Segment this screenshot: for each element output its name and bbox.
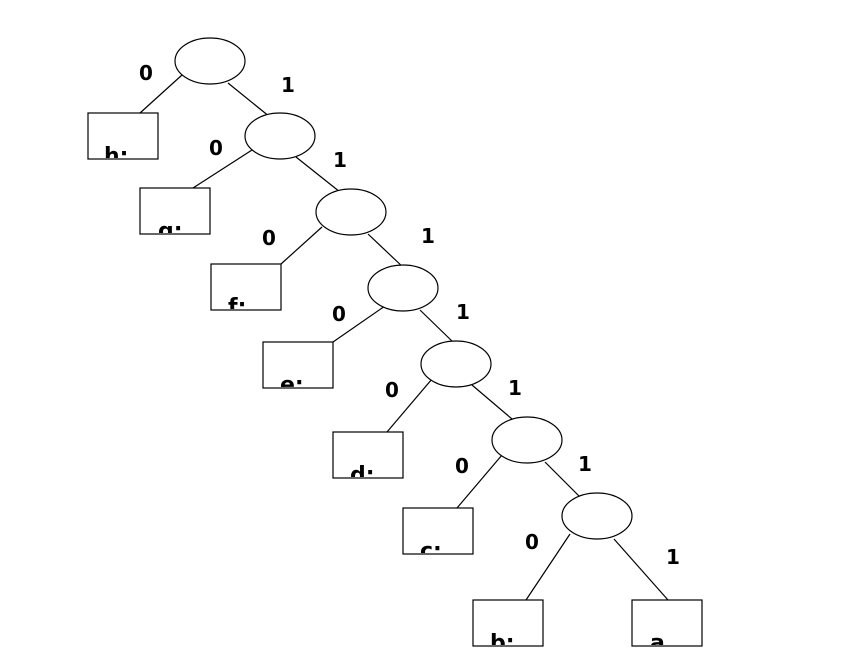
leaf-label-4: d: [350,463,375,488]
leaf-label-6: b: [490,631,515,656]
edge-5-right [544,461,581,498]
edge-1-right [295,156,341,193]
tree-node-4 [420,340,492,388]
tree-node-5 [491,416,563,464]
leaf-label-2: f: [228,295,246,320]
leaf-box-4 [332,431,404,479]
edge-label-4-left: 0 [385,378,399,402]
edge-2-left [280,226,323,265]
edge-label-6-left: 0 [525,530,539,554]
edge-label-3-right: 1 [456,300,470,324]
leaf-box-7 [631,599,703,647]
edge-label-5-left: 0 [455,454,469,478]
edge-label-2-right: 1 [421,224,435,248]
tree-node-1 [244,112,316,160]
leaf-label-3: e: [280,373,304,398]
tree-edges [139,74,669,601]
leaf-nodes [87,112,703,647]
leaf-label-1: g: [158,219,183,244]
edge-6-left [525,533,571,601]
tree-node-3 [367,264,439,312]
edge-4-left [386,378,433,433]
edge-label-0-right: 1 [281,73,295,97]
leaf-label-5: c: [420,539,442,564]
edge-label-2-left: 0 [262,226,276,250]
edge-3-left [332,305,386,343]
leaf-box-6 [472,599,544,647]
edge-2-right [367,233,406,270]
edge-label-1-right: 1 [333,148,347,172]
tree-node-2 [315,188,387,236]
leaf-box-2 [210,263,282,311]
tree-node-6 [561,492,633,540]
edge-0-right [227,82,271,118]
edge-6-right [613,538,669,601]
leaf-label-0: h: [104,144,128,169]
edge-label-3-left: 0 [332,302,346,326]
edge-5-left [456,454,503,509]
internal-nodes [174,37,633,540]
edge-3-right [419,309,456,345]
edge-1-left [192,149,253,189]
edge-label-1-left: 0 [209,136,223,160]
edge-4-right [471,384,513,420]
edge-0-left [139,74,183,114]
edge-label-6-right: 1 [666,545,680,569]
leaf-labels: h: g: f: e: d: c: b: a [104,144,665,656]
edge-label-0-left: 0 [139,61,153,85]
leaf-box-3 [262,341,334,389]
leaf-box-0 [87,112,159,160]
edge-labels: 0 1 0 1 0 1 0 1 0 1 0 1 0 1 [139,61,680,569]
leaf-label-7: a [650,631,665,656]
leaf-box-5 [402,507,474,555]
edge-label-4-right: 1 [508,376,522,400]
tree-node-0 [174,37,246,85]
leaf-box-1 [139,187,211,235]
edge-label-5-right: 1 [578,452,592,476]
